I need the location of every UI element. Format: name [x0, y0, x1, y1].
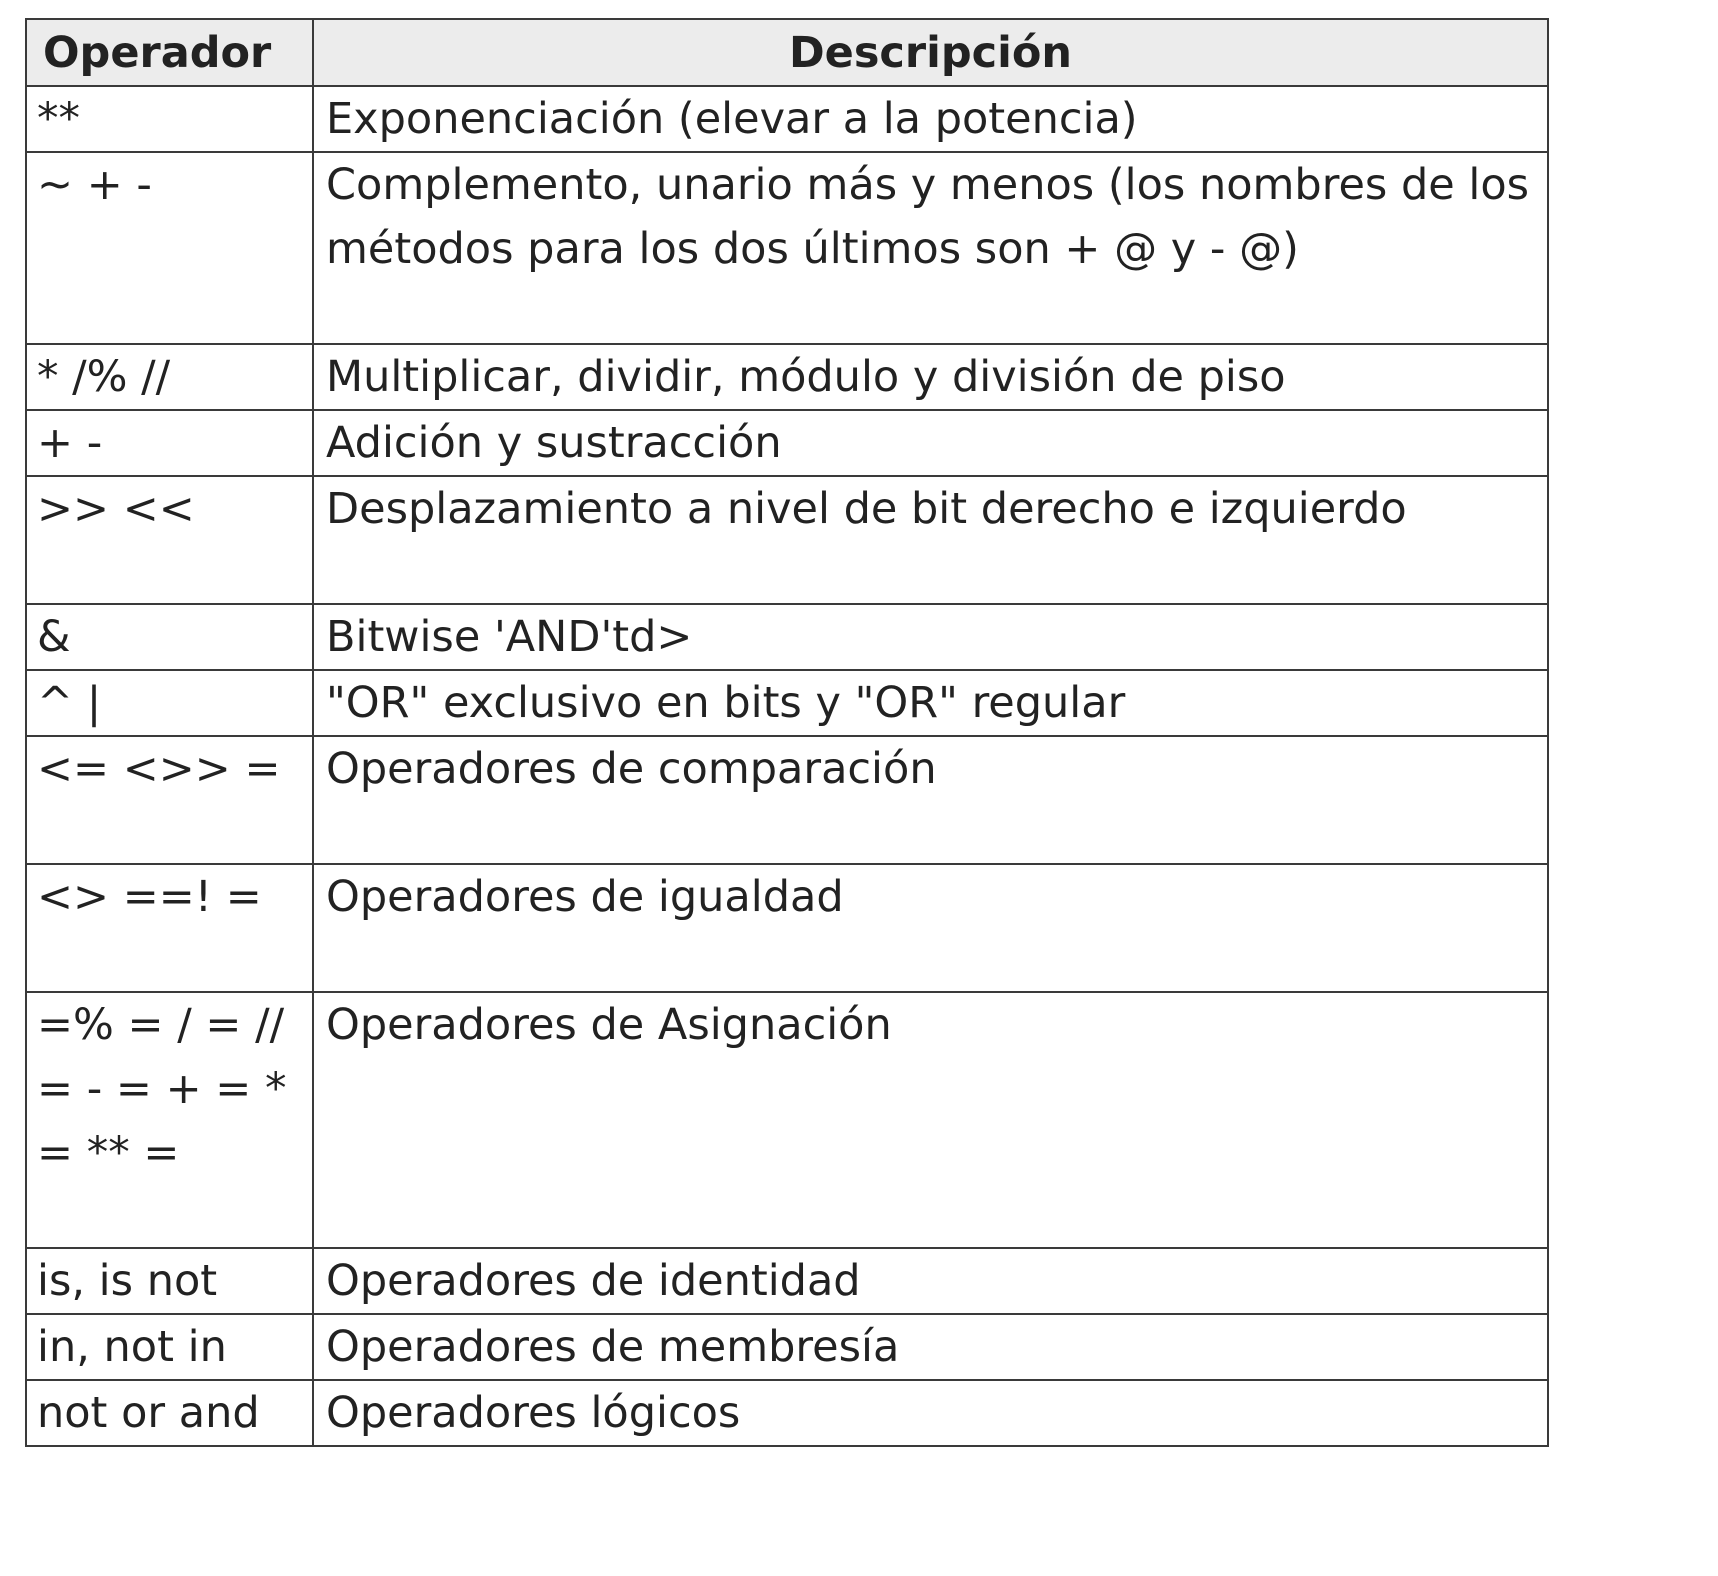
operator-cell: + - — [25, 409, 314, 477]
description-cell: Operadores de Asignación — [312, 991, 1549, 1249]
operator-cell: >> << — [25, 475, 314, 605]
operator-cell: <> ==! = — [25, 863, 314, 993]
table-row: is, is not Operadores de identidad — [25, 1247, 1549, 1315]
table-row: * /% // Multiplicar, dividir, módulo y d… — [25, 343, 1549, 411]
table-row: in, not in Operadores de membresía — [25, 1313, 1549, 1381]
header-row: Operador Descripción — [25, 18, 1549, 87]
table-row: + - Adición y sustracción — [25, 409, 1549, 477]
operator-cell: =% = / = // = - = + = * = ** = — [25, 991, 314, 1249]
table-row: <= <>> = Operadores de comparación — [25, 735, 1549, 865]
table-row: & Bitwise 'AND'td> — [25, 603, 1549, 671]
description-cell: Multiplicar, dividir, módulo y división … — [312, 343, 1549, 411]
description-cell: Bitwise 'AND'td> — [312, 603, 1549, 671]
operator-cell: <= <>> = — [25, 735, 314, 865]
description-cell: Operadores lógicos — [312, 1379, 1549, 1447]
table-row: <> ==! = Operadores de igualdad — [25, 863, 1549, 993]
operator-cell: ^ | — [25, 669, 314, 737]
description-cell: Complemento, unario más y menos (los nom… — [312, 151, 1549, 345]
description-cell: Exponenciación (elevar a la potencia) — [312, 85, 1549, 153]
table-row: not or and Operadores lógicos — [25, 1379, 1549, 1447]
description-cell: "OR" exclusivo en bits y "OR" regular — [312, 669, 1549, 737]
header-operator: Operador — [25, 18, 314, 87]
description-cell: Operadores de comparación — [312, 735, 1549, 865]
header-description: Descripción — [312, 18, 1549, 87]
table-row: ~ + - Complemento, unario más y menos (l… — [25, 151, 1549, 345]
operator-cell: * /% // — [25, 343, 314, 411]
table-row: ** Exponenciación (elevar a la potencia) — [25, 85, 1549, 153]
description-cell: Operadores de identidad — [312, 1247, 1549, 1315]
table-row: ^ | "OR" exclusivo en bits y "OR" regula… — [25, 669, 1549, 737]
operator-cell: not or and — [25, 1379, 314, 1447]
table-row: =% = / = // = - = + = * = ** = Operadore… — [25, 991, 1549, 1249]
description-cell: Operadores de igualdad — [312, 863, 1549, 993]
operator-cell: & — [25, 603, 314, 671]
description-cell: Adición y sustracción — [312, 409, 1549, 477]
operator-precedence-table: Operador Descripción ** Exponenciación (… — [25, 18, 1549, 1447]
description-cell: Operadores de membresía — [312, 1313, 1549, 1381]
table-row: >> << Desplazamiento a nivel de bit dere… — [25, 475, 1549, 605]
operator-cell: in, not in — [25, 1313, 314, 1381]
operator-cell: is, is not — [25, 1247, 314, 1315]
operator-cell: ~ + - — [25, 151, 314, 345]
description-cell: Desplazamiento a nivel de bit derecho e … — [312, 475, 1549, 605]
operator-cell: ** — [25, 85, 314, 153]
